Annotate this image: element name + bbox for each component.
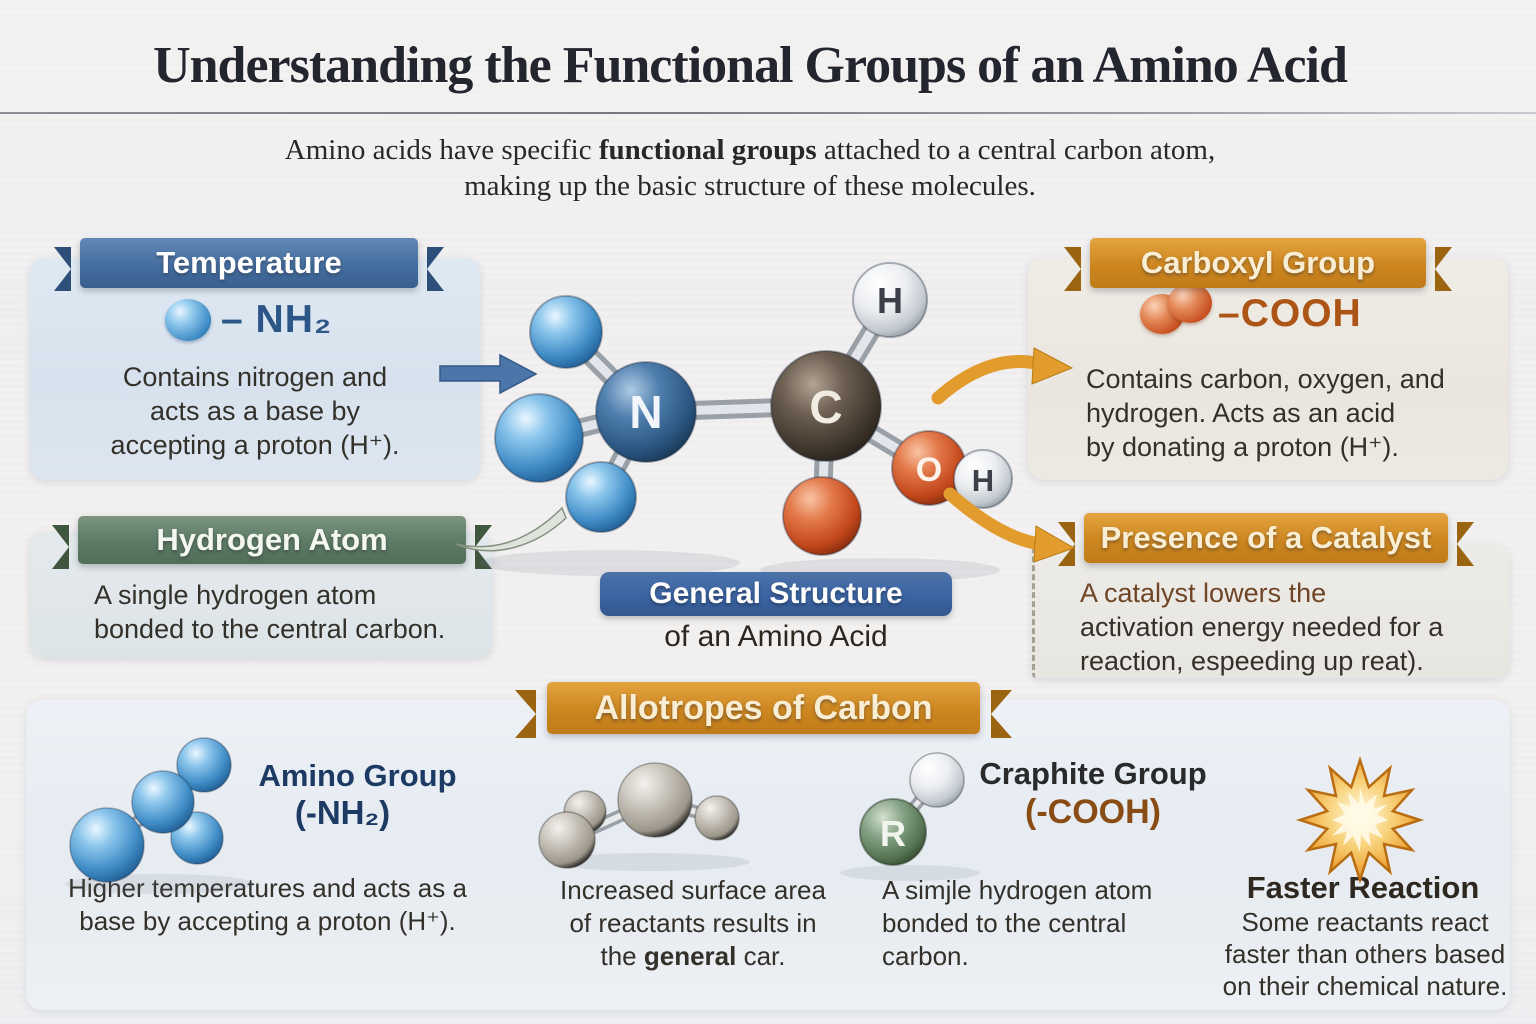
amino-group-text: Higher temperatures and acts as a base b… (40, 872, 495, 938)
nh2-formula: – NH₂ (221, 298, 333, 341)
graphite-line: A simjle hydrogen atom (882, 875, 1153, 905)
temperature-line: Contains nitrogen and (122, 362, 388, 392)
subtitle-bold: functional groups (598, 134, 817, 166)
title-divider (0, 112, 1536, 114)
surface-line: of reactants results in (569, 908, 817, 938)
hydrogen-banner: Hydrogen Atom (52, 516, 492, 569)
molecule-bonds (529, 290, 993, 526)
carboxyl-line: hydrogen. Acts as an acid (1086, 398, 1396, 428)
surface-line3-post: car. (736, 941, 786, 971)
subtitle-line-1: Amino acids have specific functional gro… (60, 134, 1440, 167)
h-right-label: H (972, 463, 994, 498)
faster-reaction-text: Some reactants react faster than others … (1220, 906, 1510, 1002)
oxygen-atom-sphere (891, 430, 967, 506)
subtitle-pre: Amino acids have specific (284, 134, 599, 166)
temperature-line: accepting a proton (H⁺). (110, 430, 400, 460)
surface-line: Increased surface area (560, 875, 826, 905)
n-label: N (629, 386, 662, 438)
cooh-formula: –COOH (1218, 292, 1362, 335)
catalyst-box (1032, 545, 1509, 678)
page-title: Understanding the Functional Groups of a… (153, 37, 1348, 94)
molecule-atoms (494, 262, 1013, 556)
hydrogen-atom-sphere (565, 461, 637, 533)
surface-line3-bold: general (643, 941, 737, 971)
blue-sphere-icon (165, 299, 211, 341)
catalyst-text: A catalyst lowers the activation energy … (1080, 576, 1490, 678)
amino-group-title: Amino Group (258, 758, 457, 793)
allotropes-banner: Allotropes of Carbon (515, 682, 1012, 738)
graphite-line: carbon. (882, 941, 969, 971)
catalyst-banner: Presence of a Catalyst (1058, 513, 1474, 566)
temperature-text: Contains nitrogen and acts as a base by … (40, 360, 470, 462)
central-molecule: N C H O H (494, 262, 1013, 556)
carboxyl-line: Contains carbon, oxygen, and (1086, 364, 1445, 394)
catalyst-line: activation energy needed for a (1080, 612, 1444, 642)
carbon-atom-sphere (770, 350, 882, 462)
hydrogen-atom-sphere (529, 295, 603, 369)
carboxyl-line: by donating a proton (H⁺). (1086, 432, 1399, 462)
graphite-line: bonded to the central (882, 908, 1127, 938)
catalyst-line: reaction, espeeding up reat). (1080, 646, 1424, 676)
hydrogen-atom-sphere (494, 393, 584, 483)
faster-line: faster than others based (1224, 939, 1506, 969)
c-label: C (809, 381, 842, 433)
o-label: O (916, 451, 942, 489)
oxygen-atom-sphere (782, 476, 862, 556)
nitrogen-atom-sphere (595, 361, 697, 463)
graphite-group-text: A simjle hydrogen atom bonded to the cen… (882, 874, 1192, 973)
hydrogen-line: A single hydrogen atom (94, 580, 377, 610)
hydrogen-text: A single hydrogen atom bonded to the cen… (94, 578, 474, 646)
faster-reaction-title: Faster Reaction (1246, 870, 1480, 905)
general-structure-label: General Structure (600, 572, 952, 616)
amino-group-formula: (-NH₂) (294, 794, 391, 831)
hydrogen-atom-sphere (852, 262, 928, 338)
general-structure-sublabel: of an Amino Acid (664, 620, 888, 653)
surface-area-text: Increased surface area of reactants resu… (528, 874, 858, 973)
faster-line: on their chemical nature. (1222, 971, 1508, 1001)
faster-line: Some reactants react (1241, 907, 1489, 937)
hydrogen-line: bonded to the central carbon. (94, 614, 446, 644)
surface-line: the general car. (528, 940, 858, 973)
surface-line3-pre: the (600, 941, 644, 971)
amino-line: base by accepting a proton (H⁺). (79, 906, 456, 936)
h-top-label: H (877, 280, 903, 321)
hydrogen-atom-sphere (953, 449, 1013, 509)
graphite-group-formula: (-COOH) (1025, 793, 1161, 831)
carboxyl-text: Contains carbon, oxygen, and hydrogen. A… (1086, 362, 1496, 464)
bottom-section-panel (26, 700, 1510, 1010)
connector-arrows (439, 347, 1076, 563)
subtitle-line-2: making up the basic structure of these m… (464, 170, 1036, 202)
molecule-atom-labels: N C H O H (629, 280, 994, 498)
temperature-line: acts as a base by (149, 396, 361, 426)
subtitle-post: attached to a central carbon atom, (816, 134, 1216, 166)
carboxyl-box (1028, 258, 1508, 480)
catalyst-line-accent: A catalyst lowers the (1080, 578, 1327, 608)
graphite-group-title: Craphite Group (979, 756, 1207, 791)
temperature-banner: Temperature (54, 238, 444, 291)
carboxyl-formula-row: –COOH (1140, 283, 1362, 336)
amino-formula-row: – NH₂ (165, 298, 332, 342)
amino-line: Higher temperatures and acts as a (68, 873, 467, 903)
carboxyl-banner: Carboxyl Group (1064, 238, 1452, 291)
orange-sphere-icon (1168, 283, 1212, 323)
temperature-box (30, 258, 480, 480)
